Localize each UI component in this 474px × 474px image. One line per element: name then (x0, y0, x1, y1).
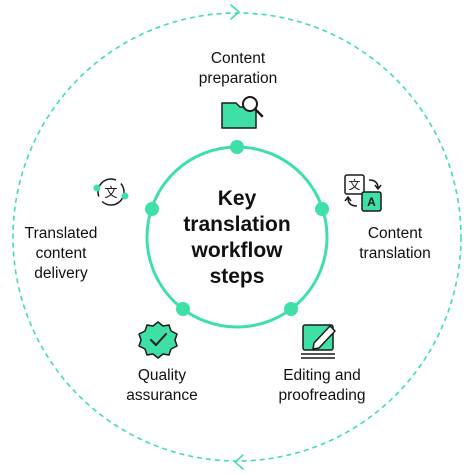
step-label-quality-assurance: Quality assurance (126, 367, 198, 404)
step-label-translated-delivery: Translated content delivery (24, 225, 98, 282)
translate-icon: 文 A (344, 174, 382, 212)
step-node-delivery (145, 202, 159, 216)
step-node-editing (284, 302, 298, 316)
step-node-translation (315, 202, 329, 216)
badge-check-icon (138, 321, 178, 359)
step-node-preparation (230, 140, 244, 154)
folder-search-icon (221, 96, 264, 129)
step-label-editing-proofreading: Editing and proofreading (278, 367, 366, 404)
ring-arrow-bottom-icon (234, 454, 244, 470)
ring-arrow-top-icon (230, 4, 240, 20)
translate-sync-icon: 文 (93, 178, 129, 206)
svg-text:文: 文 (104, 186, 117, 201)
edit-pencil-icon (301, 324, 336, 359)
step-label-content-translation: Content translation (359, 225, 431, 262)
diagram-title: Key translation workflow steps (183, 187, 291, 288)
step-node-quality (176, 302, 190, 316)
svg-text:文: 文 (348, 177, 360, 192)
step-label-content-preparation: Content preparation (198, 50, 278, 87)
svg-text:A: A (367, 195, 376, 209)
